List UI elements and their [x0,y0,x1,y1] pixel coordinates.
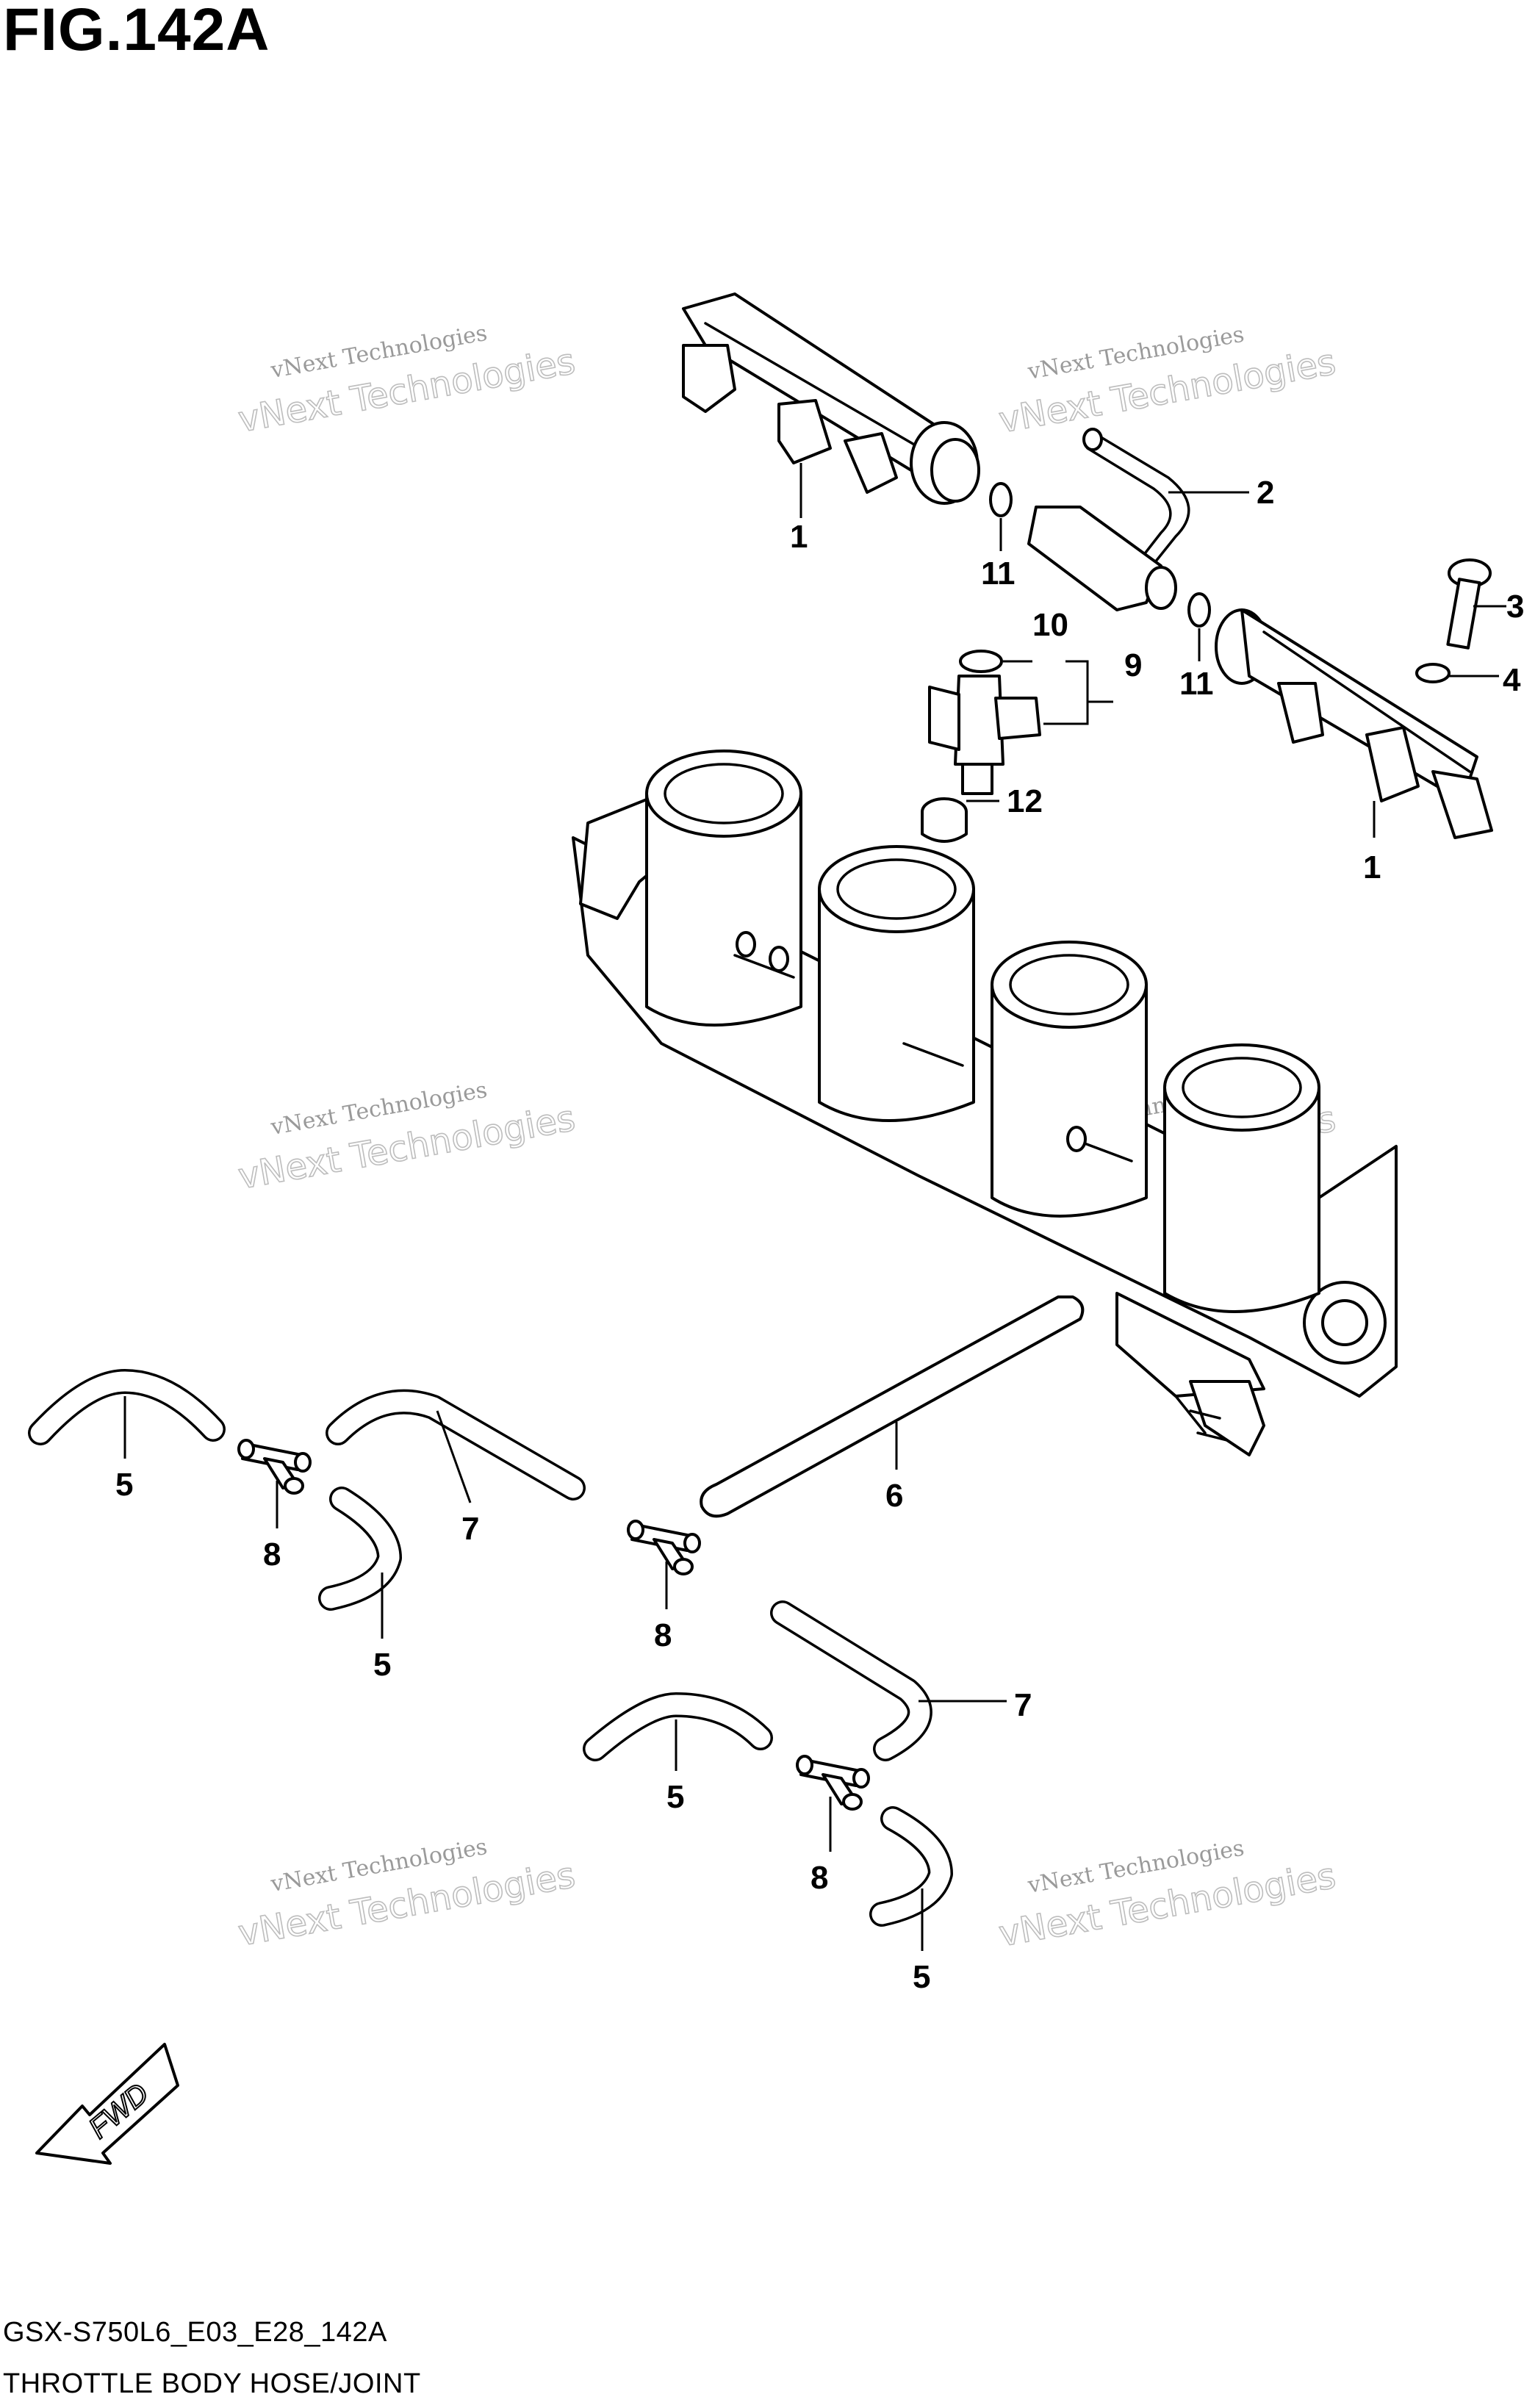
callout-7-left: 7 [461,1511,479,1547]
callout-7-right: 7 [1014,1687,1032,1723]
fuel-injector [928,675,1041,795]
footer-diagram-name: THROTTLE BODY HOSE/JOINT [3,2368,421,2399]
callout-10: 10 [1032,607,1068,643]
callout-5-bottom-center: 5 [666,1779,684,1815]
fuel-delivery-pipe-right [1215,608,1493,839]
o-ring-right [1187,592,1211,628]
t-joint-bottom [796,1755,870,1811]
fuel-feed-hose [1027,428,1190,611]
callout-8-left: 8 [263,1537,281,1573]
fuel-delivery-pipe-left [682,292,980,505]
t-joint-left [237,1439,312,1495]
callout-3: 3 [1506,589,1524,625]
callout-5-mid-left: 5 [373,1647,391,1683]
fwd-arrow-icon: FWD [35,2043,179,2165]
leader-lines [123,463,1506,1951]
throttle-body-assembly [572,750,1398,1456]
callout-9: 9 [1124,647,1142,683]
watermark-bottom-right: vNext Technologies vNext Technologies [996,1836,1340,1956]
bolt [1446,558,1492,650]
callout-2: 2 [1257,475,1274,511]
washer [1415,663,1451,683]
callout-1-right: 1 [1363,849,1381,885]
callout-11-right: 11 [1179,666,1214,702]
injector-seal [921,797,968,843]
watermark-mid-left: vNext Technologies vNext Technologies [234,1077,578,1198]
figure-title: FIG.142A [3,0,270,63]
watermark-top-left: vNext Technologies vNext Technologies [234,320,578,442]
cushion [959,650,1003,673]
callout-11-left: 11 [981,556,1016,592]
callout-4: 4 [1503,662,1521,698]
long-hose [700,1295,1085,1518]
t-joint-center [627,1520,701,1575]
callout-12: 12 [1007,783,1043,819]
callout-8-bottom: 8 [810,1860,828,1896]
callout-1-top: 1 [790,519,808,555]
o-ring-left [989,482,1013,517]
footer-diagram-code: GSX-S750L6_E03_E28_142A [3,2317,387,2348]
callout-5-top-left: 5 [115,1467,133,1503]
watermark-bottom-left: vNext Technologies vNext Technologies [234,1834,578,1955]
watermark-top-right: vNext Technologies vNext Technologies [996,322,1340,442]
callout-5-bottom-right: 5 [913,1959,930,1995]
callout-6: 6 [885,1478,903,1514]
callout-8-center: 8 [654,1617,672,1653]
